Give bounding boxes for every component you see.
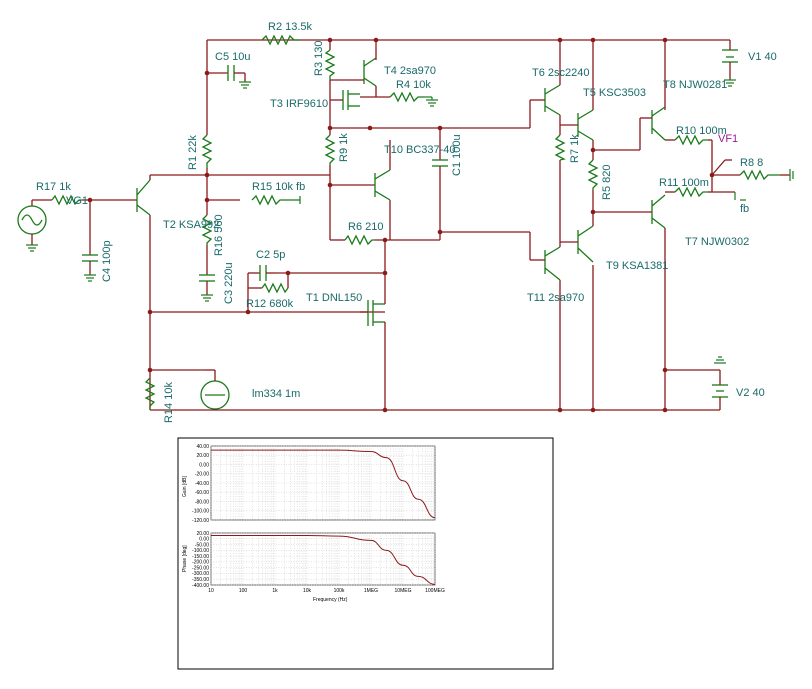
gain-y-tick-label: -120.00 (192, 518, 209, 524)
label-t9: T9 KSA1381 (606, 260, 668, 272)
phase-y-tick-label: -300.00 (192, 571, 209, 577)
label-r8: R8 8 (740, 157, 763, 169)
label-r6: R6 210 (348, 221, 383, 233)
label-r7: R7 1k (569, 134, 581, 163)
label-r5: R5 820 (601, 165, 613, 200)
x-tick-label: 10 (208, 588, 214, 594)
label-c5: C5 10u (215, 51, 250, 63)
x-tick-label: 100MEG (425, 588, 445, 594)
phase-y-tick-label: 0.00 (199, 537, 209, 543)
label-t10: T10 BC337-40 (384, 144, 456, 156)
resistors (51, 34, 780, 410)
gain-y-tick-label: -40.00 (195, 481, 209, 487)
ground-symbols (26, 79, 794, 364)
label-t3: T3 IRF9610 (270, 98, 328, 110)
label-r1: R1 22k (187, 135, 199, 170)
phase-y-tick-label: -100.00 (192, 548, 209, 554)
gain-y-label: Gain [dB] (182, 476, 188, 497)
label-t2: T2 KSA992 (163, 219, 219, 231)
phase-grid (210, 532, 436, 586)
label-t1: T1 DNL150 (306, 292, 362, 304)
gain-y-ticks: 40.00 20.00 0.00 -20.00 -40.00 -60.00 -80.00 -1… (192, 444, 209, 524)
gain-curve (210, 449, 436, 519)
label-v2: V2 40 (736, 387, 765, 399)
phase-y-tick-label: -350.00 (192, 577, 209, 583)
x-axis-ticks: 10 100 1k 10k 100k 1MEG 10MEG 100MEG (208, 588, 445, 594)
phase-plot: 20.000.00-50.00-100.00-150.00-200.00-250… (182, 531, 436, 589)
phase-y-tick-label: 20.00 (196, 531, 209, 537)
phase-y-tick-label: -200.00 (192, 560, 209, 566)
phase-y-tick-label: -400.00 (192, 583, 209, 589)
component-labels: R2 13.5k C5 10u R3 130 T4 2sa970 R4 10k … (36, 21, 777, 423)
label-v1: V1 40 (748, 51, 777, 63)
phase-y-label: Phase [deg] (182, 545, 188, 572)
gain-y-tick-label: 40.00 (196, 444, 209, 450)
vf1-probe (711, 159, 732, 176)
label-t6: T6 2sc2240 (532, 67, 589, 79)
label-vg1: VG1 (66, 195, 88, 207)
gain-y-tick-label: -100.00 (192, 509, 209, 515)
x-tick-label: 10MEG (395, 588, 412, 594)
wires (32, 39, 790, 411)
label-r14: R14 10k (163, 382, 175, 423)
gain-y-tick-label: 20.00 (196, 453, 209, 459)
label-c1: C1 100u (451, 134, 463, 176)
x-tick-label: 100 (239, 588, 248, 594)
label-r9: R9 1k (338, 133, 350, 162)
label-r10: R10 100m (676, 125, 727, 137)
gain-y-tick-label: -60.00 (195, 490, 209, 496)
x-tick-label: 100k (334, 588, 345, 594)
label-r11: R11 100m (659, 177, 709, 189)
label-lm334: lm334 1m (252, 388, 300, 400)
phase-curve (211, 534, 436, 585)
label-t11: T11 2sa970 (527, 292, 584, 304)
label-c2: C2 5p (256, 249, 285, 261)
label-t4: T4 2sa970 (384, 65, 436, 77)
phase-y-tick-label: -250.00 (192, 565, 209, 571)
sources (17, 45, 738, 410)
label-r12: R12 680k (246, 298, 294, 310)
bode-plot-panel: 40.0020.000.00-20.00-40.00-60.00-80.00-1… (177, 437, 554, 670)
gain-y-tick-label: 0.00 (199, 462, 209, 468)
phase-y-tick-label: -50.00 (195, 542, 209, 548)
label-r16: R16 560 (213, 214, 225, 256)
label-r15: R15 10k fb (252, 181, 305, 193)
label-vf1: VF1 (718, 133, 738, 145)
label-r17: R17 1k (36, 181, 71, 193)
label-r3: R3 130 (313, 41, 325, 76)
x-tick-label: 10k (303, 588, 312, 594)
label-t8: T8 NJW0281 (663, 79, 727, 91)
junction-dots (87, 37, 715, 413)
x-tick-label: 1k (272, 588, 278, 594)
label-t5: T5 KSC3503 (583, 87, 646, 99)
gain-plot: 40.00 20.00 0.00 -20.00 -40.00 -60.00 -80.00 -1… (182, 444, 436, 524)
label-c3: C3 220u (223, 262, 235, 304)
label-r4: R4 10k (396, 79, 431, 91)
x-tick-label: 1MEG (364, 588, 378, 594)
transistors (136, 57, 666, 330)
label-r2: R2 13.5k (268, 21, 313, 33)
phase-y-tick-label: -150.00 (192, 554, 209, 560)
x-axis-label: Frequency (Hz) (313, 597, 348, 603)
phase-y-ticks: 20.000.00-50.00-100.00-150.00-200.00-250… (192, 531, 209, 589)
label-t7: T7 NJW0302 (685, 236, 749, 248)
capacitors (82, 65, 448, 295)
label-fb: fb (740, 203, 749, 215)
label-c4: C4 100p (101, 240, 113, 282)
gain-y-tick-label: -80.00 (195, 499, 209, 505)
gain-y-tick-label: -20.00 (195, 472, 209, 478)
